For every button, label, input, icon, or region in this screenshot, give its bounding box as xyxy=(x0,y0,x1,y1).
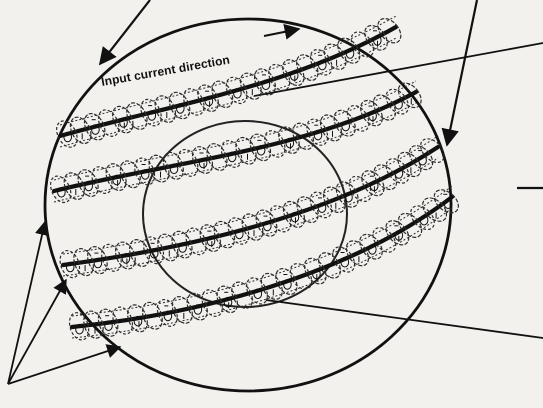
input-current-direction-label: Input current direction xyxy=(100,53,231,89)
upper-thread-3 xyxy=(63,136,438,254)
current-direction-arrow xyxy=(264,29,299,36)
conductor-band-2 xyxy=(54,92,416,191)
annotation-arrow-top-left xyxy=(100,0,150,64)
coil-layer xyxy=(47,14,463,342)
annotation-arrow-top-right xyxy=(447,0,477,145)
upper-thread-4 xyxy=(72,186,452,316)
bottom-left-pointer-lines xyxy=(8,222,120,384)
upper-thread-1 xyxy=(60,16,396,125)
right-lower-line xyxy=(266,300,543,338)
